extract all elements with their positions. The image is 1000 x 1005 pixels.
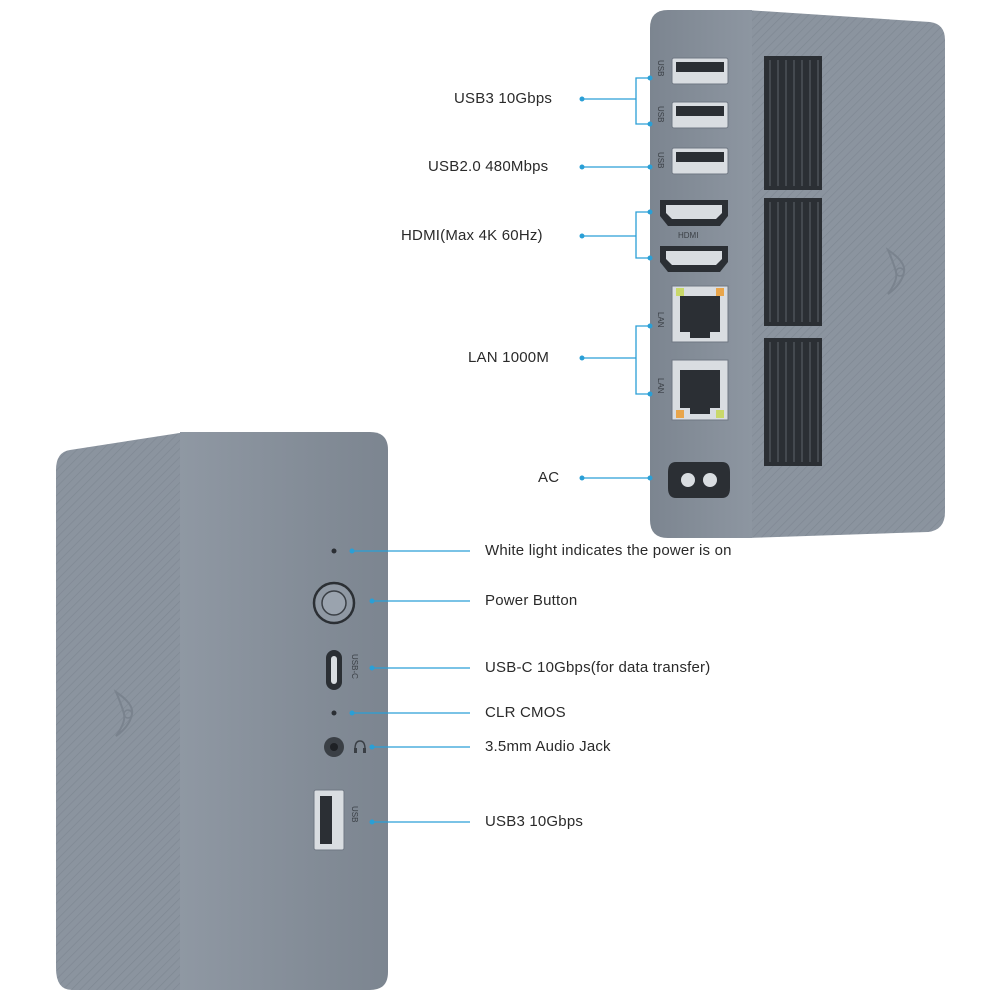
usb3-port-1 (671, 57, 729, 85)
front-unit (56, 432, 388, 990)
lan-port-1 (671, 285, 729, 343)
vent-lines (769, 60, 819, 462)
callout-lines (352, 77, 650, 823)
callout-usb3-back: USB3 10Gbps (454, 90, 553, 107)
usb3-port-2 (671, 101, 729, 129)
back-usb-label-3: USB (656, 152, 665, 168)
callout-audio: 3.5mm Audio Jack (485, 738, 611, 755)
back-hdmi-label: HDMI (678, 231, 698, 240)
audio-jack (324, 737, 344, 757)
back-usb-label-2: USB (656, 106, 665, 122)
callout-clr-cmos: CLR CMOS (485, 704, 566, 721)
headphone-icon (354, 740, 366, 753)
callout-ac: AC (538, 469, 560, 486)
lan-port-2 (671, 359, 729, 421)
ac-inlet (668, 462, 730, 498)
back-unit (650, 10, 945, 538)
front-usb-label: USB (350, 806, 359, 822)
brand-logo-icon (113, 689, 134, 737)
usb2-port (671, 147, 729, 175)
clr-cmos-hole (331, 710, 337, 716)
callout-power-button: Power Button (485, 592, 578, 609)
hdmi-port-1 (660, 200, 728, 226)
brand-logo-icon (885, 247, 906, 295)
front-unit-front-face (180, 432, 388, 990)
back-unit-rear-face (650, 10, 752, 538)
callout-usb3-front: USB3 10Gbps (485, 813, 584, 830)
back-lan-label-2: LAN (656, 378, 665, 394)
back-usb-label-1: USB (656, 60, 665, 76)
back-lan-label-1: LAN (656, 312, 665, 328)
callout-power-light: White light indicates the power is on (485, 542, 732, 559)
vent-grille-3 (764, 338, 822, 466)
callout-usb-c: USB-C 10Gbps(for data transfer) (485, 659, 711, 676)
vent-grille-2 (764, 198, 822, 326)
chassis-port-labels: USB USB USB HDMI LAN LAN USB-C USB (350, 60, 698, 822)
hdmi-port-2 (660, 246, 728, 272)
power-led (331, 548, 337, 554)
callout-dots (349, 75, 653, 825)
vent-grille-1 (764, 56, 822, 190)
usb-c-port (326, 650, 342, 690)
callout-hdmi: HDMI(Max 4K 60Hz) (401, 227, 543, 244)
power-button (312, 581, 356, 625)
callout-lan: LAN 1000M (468, 349, 550, 366)
front-usb-c-label: USB-C (350, 654, 359, 679)
front-usb3-port (313, 789, 345, 851)
callout-usb2: USB2.0 480Mbps (428, 158, 549, 175)
front-unit-side-face (56, 432, 186, 990)
